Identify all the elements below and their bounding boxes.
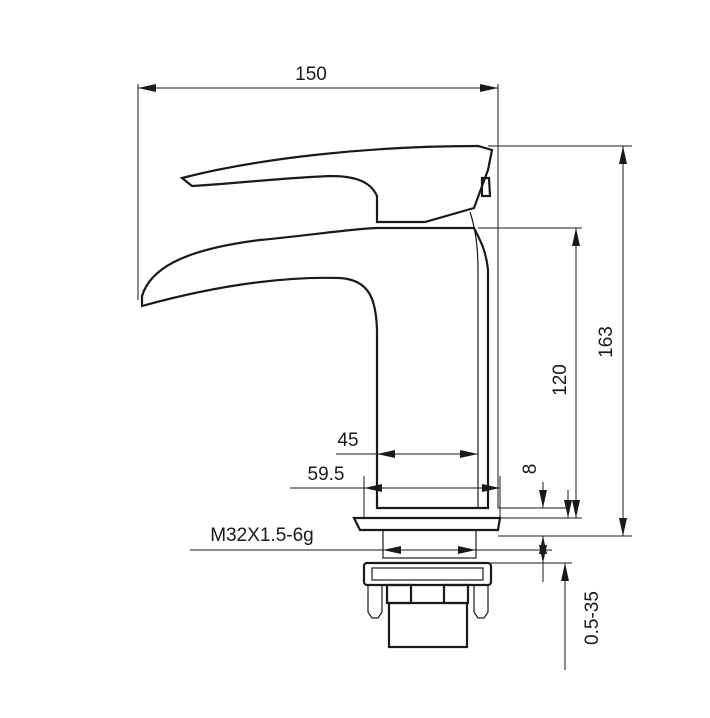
dim-overall-width: 150 xyxy=(137,64,499,508)
handle-button xyxy=(480,176,492,198)
dim-label-8: 8 xyxy=(520,464,541,475)
dim-body-width: 45 xyxy=(336,430,479,500)
spout xyxy=(140,226,490,510)
dim-label-120: 120 xyxy=(550,364,571,396)
mounting-block-left xyxy=(385,583,413,605)
dim-base-thickness: 8 xyxy=(498,464,572,518)
dim-label-150: 150 xyxy=(295,64,327,85)
mounting-hardware xyxy=(362,561,493,649)
dim-label-0-5-35: 0.5-35 xyxy=(582,591,603,645)
lever-handle xyxy=(179,144,494,224)
dim-overall-height: 163 xyxy=(488,145,632,537)
spout-inner-line xyxy=(469,211,479,508)
dim-spout-height: 120 xyxy=(478,227,582,519)
dim-thread-spec: M32X1.5-6g xyxy=(190,525,552,554)
mounting-stud-right xyxy=(473,585,489,619)
dim-label-thread: M32X1.5-6g xyxy=(210,525,314,546)
dim-base-width: 59.5 xyxy=(290,464,501,518)
mounting-stud-left xyxy=(367,585,383,619)
dim-countertop-range: 0.5-35 xyxy=(491,536,603,670)
dim-label-59-5: 59.5 xyxy=(308,464,345,485)
dim-label-45: 45 xyxy=(337,430,358,451)
mounting-block-right xyxy=(442,583,470,605)
faucet-outline xyxy=(140,144,502,559)
mounting-shank-lower xyxy=(387,601,469,649)
base-ring xyxy=(352,516,502,532)
dim-label-163: 163 xyxy=(596,326,617,358)
mounting-plate xyxy=(362,561,493,587)
thread-shank xyxy=(382,529,477,559)
